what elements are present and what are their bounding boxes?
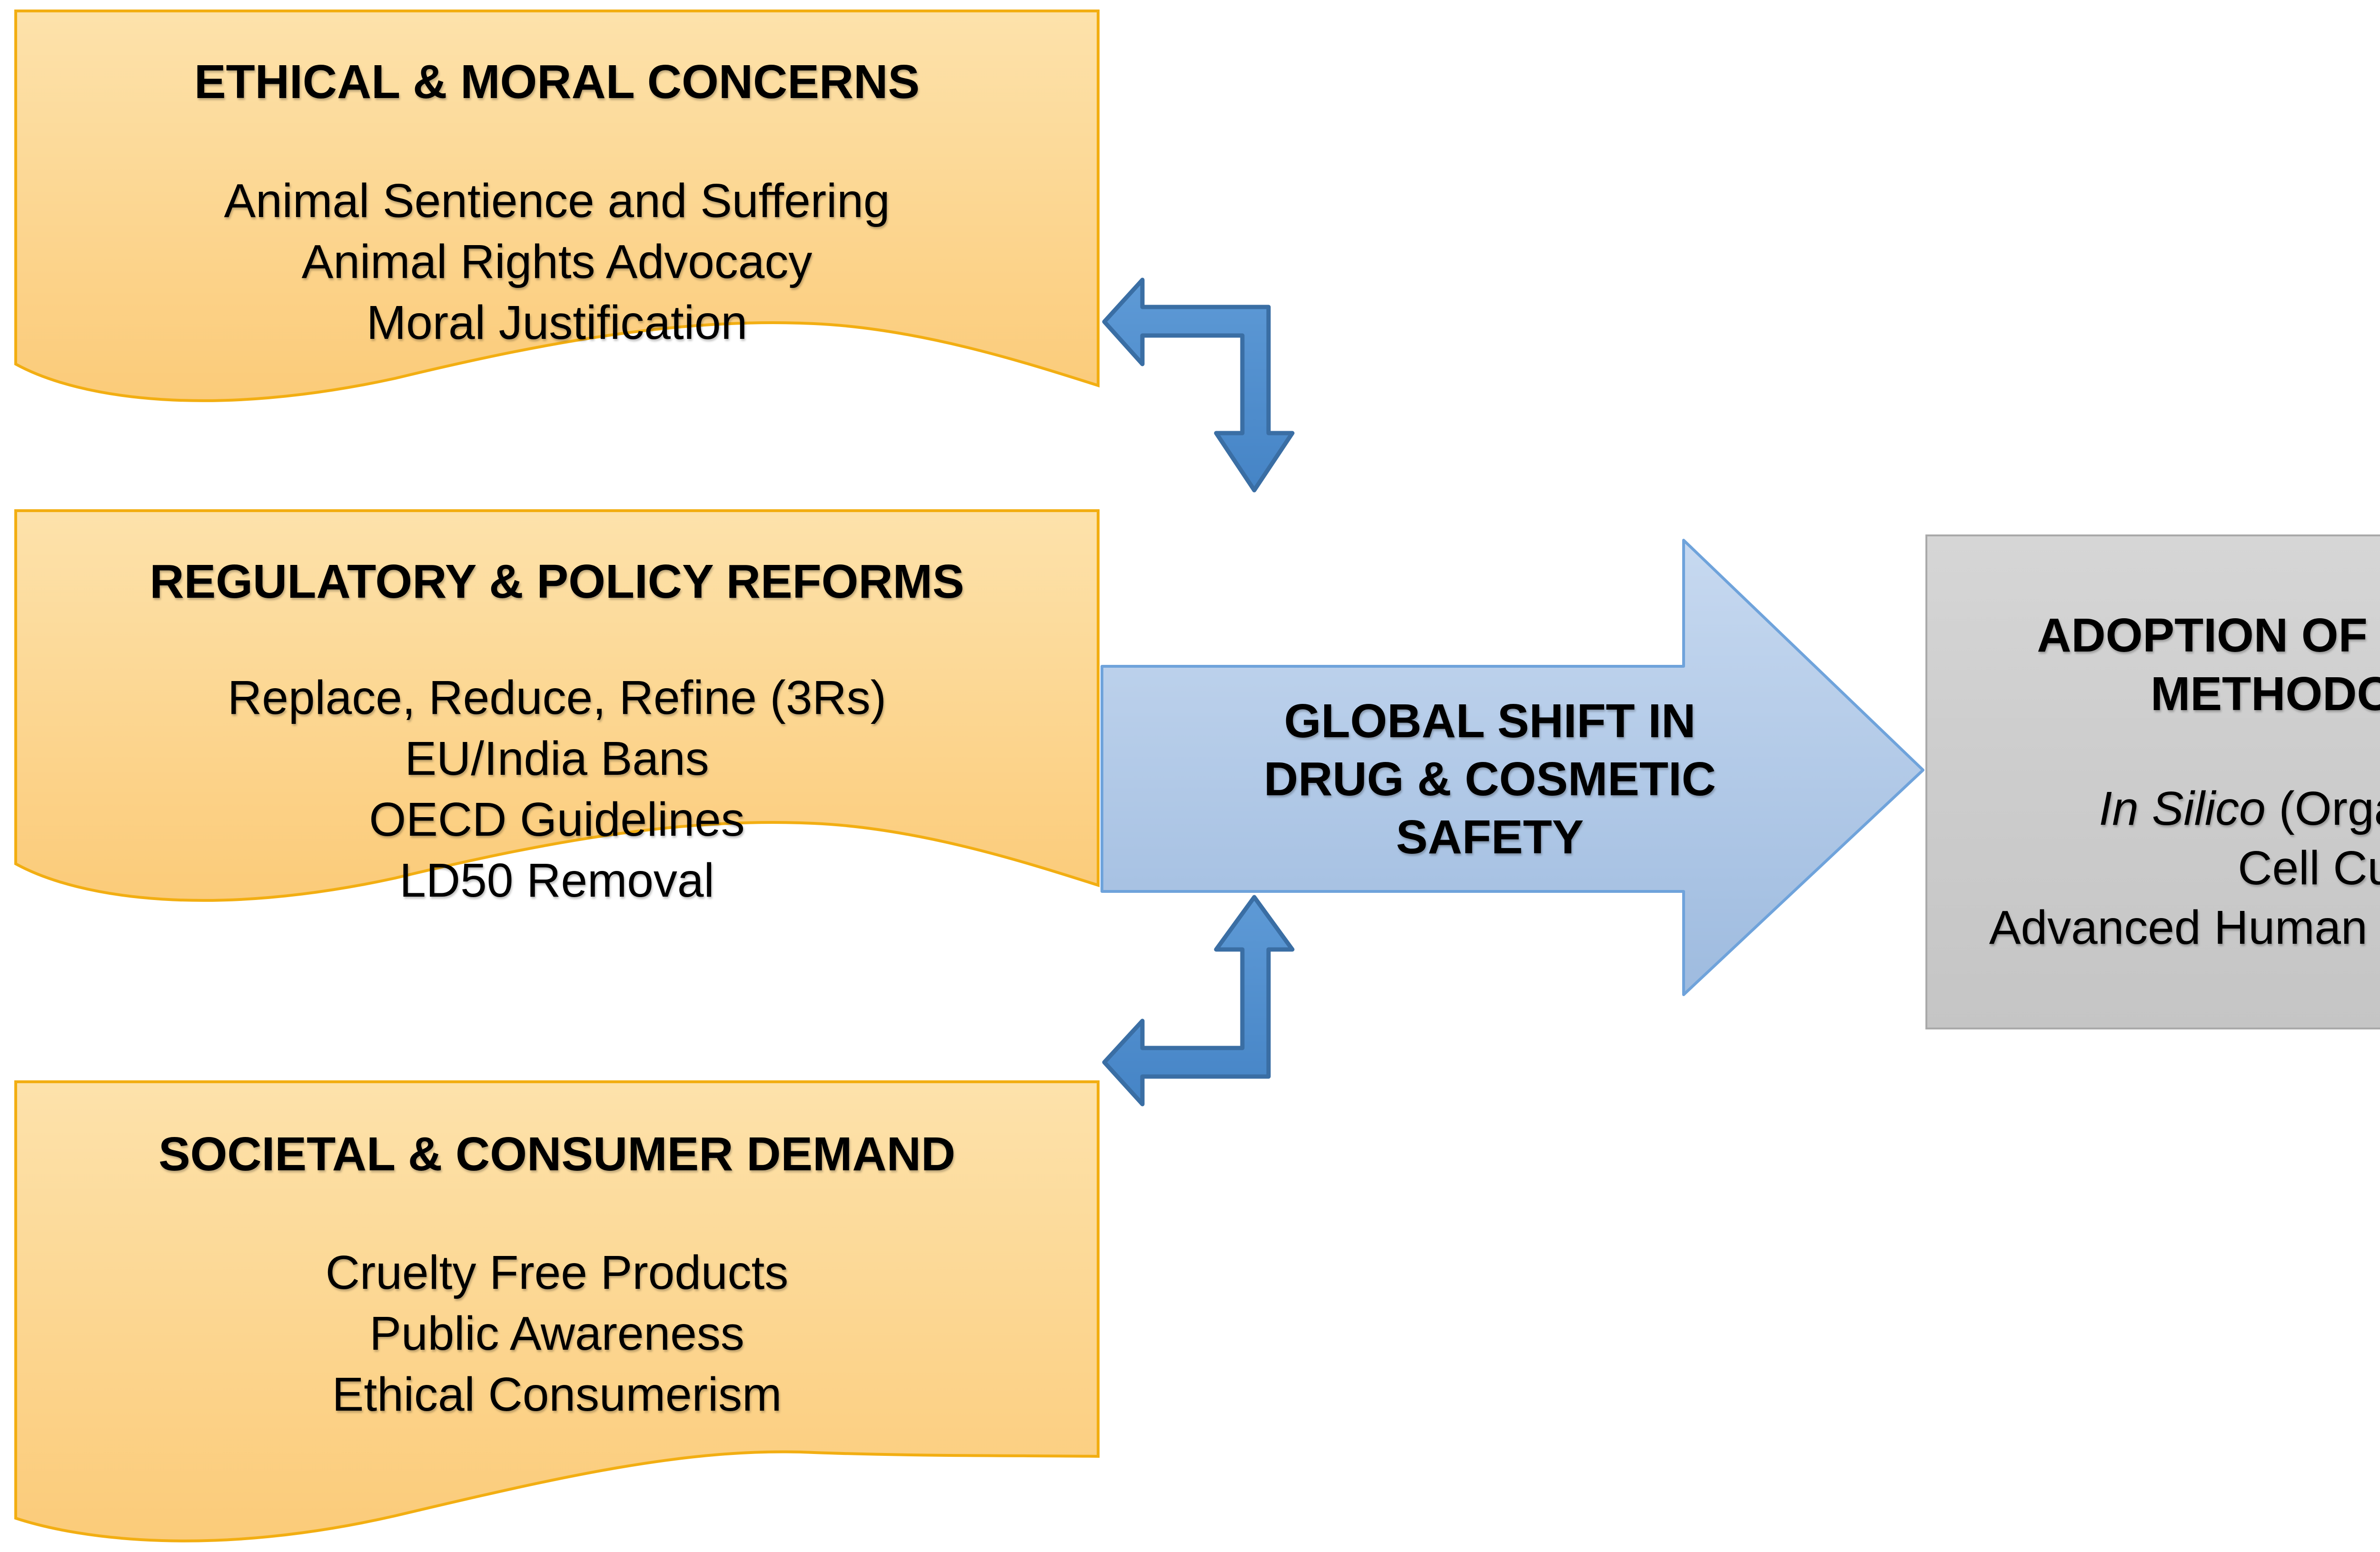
- regulatory-policy-box-shape: [14, 509, 1100, 902]
- central-arrow-label-line: GLOBAL SHIFT IN: [1284, 694, 1696, 748]
- regulatory-policy-box-title: REGULATORY & POLICY REFORMS: [149, 555, 964, 608]
- list-item: Ethical Consumerism: [332, 1368, 782, 1421]
- list-item: Animal Sentience and Suffering: [224, 174, 890, 227]
- central-arrow-label-line: SAFETY: [1396, 811, 1584, 864]
- outcome-box: [1925, 534, 2380, 1029]
- central-right-arrow: [1101, 539, 1924, 996]
- outcome-box-items: In Silico (Organ-on-Chip) Cell Culture A…: [1925, 779, 2380, 958]
- list-item: Public Awareness: [369, 1307, 744, 1360]
- in-silico-italic: In Silico: [2099, 782, 2266, 835]
- bent-arrow-top: [1102, 277, 1295, 493]
- list-item: In Silico (Organ-on-Chip): [1925, 779, 2380, 839]
- central-arrow-label-line: DRUG & COSMETIC: [1264, 752, 1716, 806]
- bent-arrow-bottom: [1102, 895, 1295, 1107]
- outcome-box-title-line: ADOPTION OF NON-ANIMAL: [2037, 609, 2380, 662]
- list-item: LD50 Removal: [399, 854, 714, 907]
- list-item: OECD Guidelines: [369, 793, 745, 846]
- list-item: EU/India Bans: [405, 732, 709, 785]
- list-item: Cruelty Free Products: [325, 1246, 789, 1299]
- ethical-moral-box-title: ETHICAL & MORAL CONCERNS: [194, 55, 920, 109]
- regulatory-policy-box-items: Replace, Reduce, Refine (3Rs) EU/India B…: [14, 667, 1100, 911]
- in-silico-rest: (Organ-on-Chip): [2279, 782, 2380, 835]
- list-item: Animal Rights Advocacy: [301, 235, 813, 288]
- societal-consumer-box-shape: [14, 1080, 1100, 1542]
- societal-consumer-box-items: Cruelty Free Products Public Awareness E…: [14, 1242, 1100, 1425]
- outcome-box-title: ADOPTION OF NON-ANIMAL METHODOLOGIES: [1925, 606, 2380, 723]
- list-item: Moral Justification: [366, 296, 748, 349]
- list-item: Advanced Human Relevant Models: [1989, 901, 2380, 954]
- list-item: Replace, Reduce, Refine (3Rs): [228, 671, 886, 724]
- list-item: Cell Culture: [2238, 841, 2380, 895]
- ethical-moral-box-items: Animal Sentience and Suffering Animal Ri…: [14, 170, 1100, 353]
- central-arrow-label: GLOBAL SHIFT IN DRUG & COSMETIC SAFETY: [1104, 692, 1875, 866]
- societal-consumer-box-title: SOCIETAL & CONSUMER DEMAND: [158, 1127, 956, 1181]
- outcome-box-title-line: METHODOLOGIES: [2151, 667, 2380, 721]
- ethical-moral-box-shape: [14, 10, 1100, 402]
